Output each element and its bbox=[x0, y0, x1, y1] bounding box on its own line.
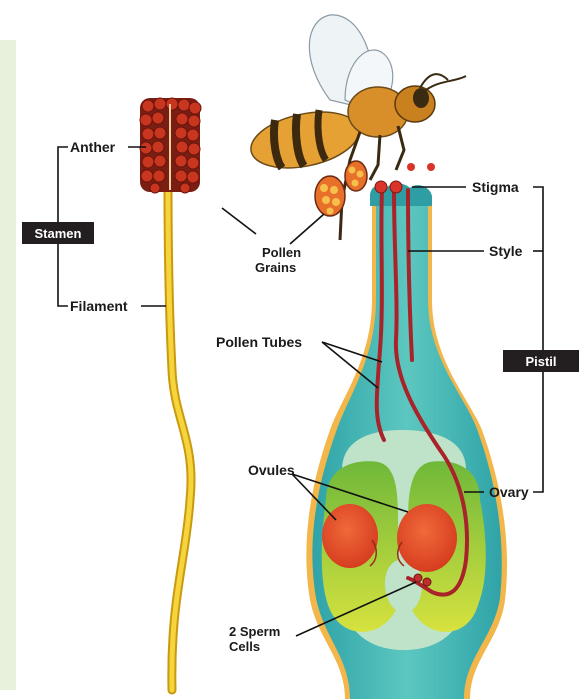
stamen-label: Stamen bbox=[35, 226, 82, 241]
stigma-label: Stigma bbox=[472, 179, 519, 195]
pistil-bracket bbox=[533, 187, 543, 492]
pollen-grains-leader-right bbox=[290, 214, 324, 244]
pollen-grains-leader-left bbox=[222, 208, 256, 234]
sperm-cells-label-line2: Cells bbox=[229, 639, 260, 654]
pollen-grains-label-line1: Pollen bbox=[262, 245, 301, 260]
pistil-label: Pistil bbox=[525, 354, 556, 369]
ovary-label: Ovary bbox=[489, 484, 529, 500]
style-label: Style bbox=[489, 243, 523, 259]
bee bbox=[246, 15, 466, 240]
pollen-grains-label-line2: Grains bbox=[255, 260, 296, 275]
sperm-cells-label-line1: 2 Sperm bbox=[229, 624, 280, 639]
anther-shape bbox=[140, 98, 201, 193]
anther-label: Anther bbox=[70, 139, 116, 155]
side-panel bbox=[0, 40, 16, 690]
falling-pollen bbox=[407, 163, 435, 171]
ovules-label: Ovules bbox=[248, 462, 295, 478]
filament-label: Filament bbox=[70, 298, 128, 314]
pollen-tubes-label: Pollen Tubes bbox=[216, 334, 302, 350]
ovule-right bbox=[397, 504, 457, 572]
